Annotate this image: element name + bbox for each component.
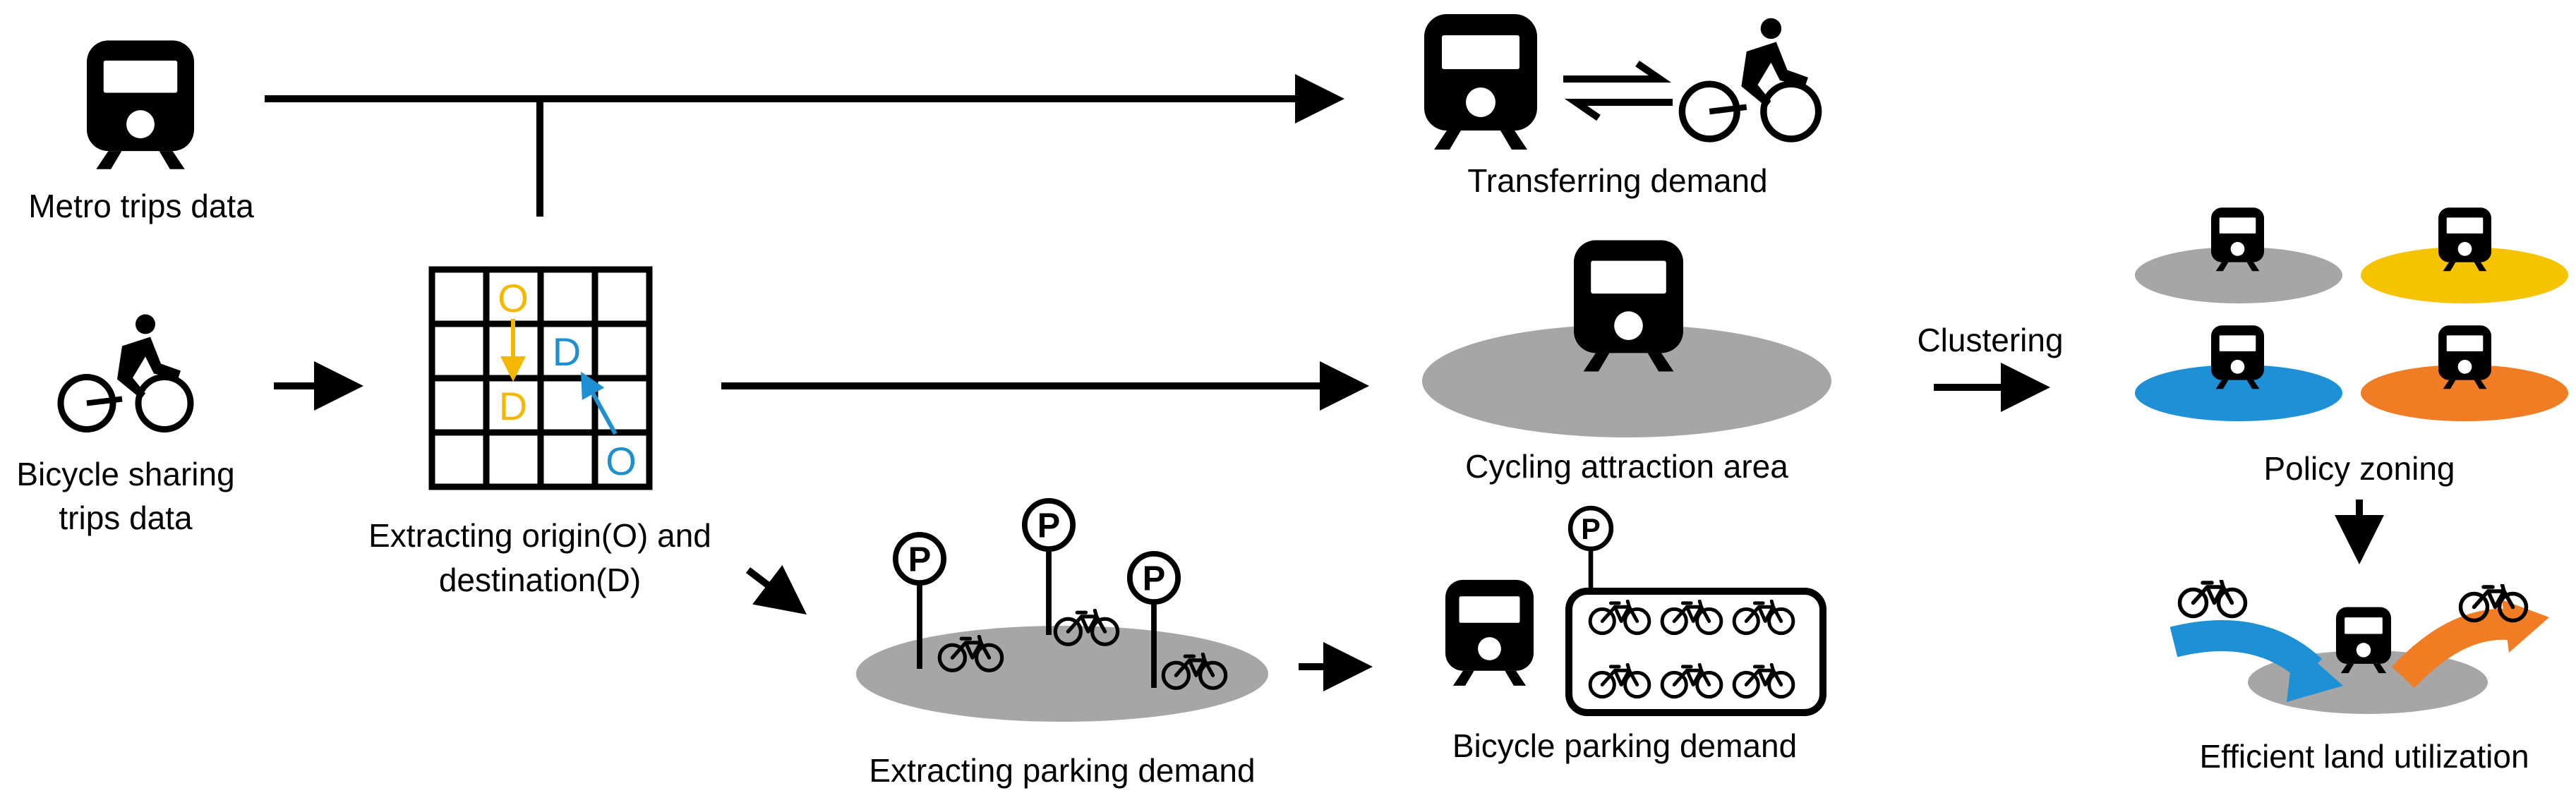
- metro-train-icon: [2438, 325, 2491, 389]
- efficient-land-label: Efficient land utilization: [2199, 738, 2529, 775]
- zone-yellow: [2361, 247, 2568, 303]
- blue-flow-arrow: [2169, 620, 2323, 682]
- extract-parking-label: Extracting parking demand: [869, 752, 1255, 789]
- metro-train-icon: [2211, 325, 2264, 389]
- cyclist-icon: [61, 315, 191, 430]
- metro-train-icon: [1424, 14, 1537, 150]
- bike-trips-label-line1: Bicycle sharing: [16, 456, 234, 492]
- transfer-arrows-icon: [1563, 60, 1673, 121]
- cycling-attraction-label: Cycling attraction area: [1465, 448, 1788, 485]
- metro-train-icon: [87, 40, 194, 169]
- attraction-area-ellipse: [1422, 325, 1831, 437]
- blue-flow-arrowhead: [2287, 642, 2343, 702]
- od-dest-1: D: [499, 384, 527, 428]
- parking-sign-icon: [1025, 501, 1073, 635]
- extract-od-label-line1: Extracting origin(O) and: [368, 517, 711, 554]
- arrow-grid-to-parking: [745, 564, 807, 615]
- zone-orange: [2361, 365, 2568, 421]
- orange-flow-arrow: [2391, 608, 2510, 689]
- od-origin-1: O: [498, 276, 529, 320]
- cyclist-icon: [1682, 18, 1818, 139]
- bicycle-parking-label: Bicycle parking demand: [1452, 727, 1797, 764]
- zone-blue: [2135, 365, 2342, 421]
- metro-trips-label: Metro trips data: [28, 188, 254, 224]
- od-dest-2: D: [553, 329, 581, 374]
- zone-gray: [2135, 247, 2342, 303]
- clustering-label: Clustering: [1917, 322, 2063, 358]
- metro-train-icon: [1445, 579, 1534, 686]
- bicycle-icon: [2180, 581, 2246, 617]
- od-grid-icon: O D D O: [428, 266, 653, 490]
- metro-train-icon: [2336, 607, 2391, 674]
- transferring-demand-label: Transferring demand: [1467, 162, 1767, 199]
- extract-od-label-line2: destination(D): [439, 562, 641, 598]
- policy-zones: [2135, 207, 2568, 421]
- bike-trips-label-line2: trips data: [59, 500, 193, 536]
- metro-train-icon: [2211, 207, 2264, 272]
- metro-train-icon: [1574, 240, 1683, 372]
- orange-flow-arrowhead: [2502, 600, 2549, 653]
- policy-zoning-label: Policy zoning: [2263, 450, 2455, 487]
- metro-train-icon: [2438, 207, 2491, 272]
- od-arrow-blue: [581, 371, 618, 435]
- od-origin-2: O: [606, 439, 637, 483]
- flow-arrows: [265, 74, 2384, 691]
